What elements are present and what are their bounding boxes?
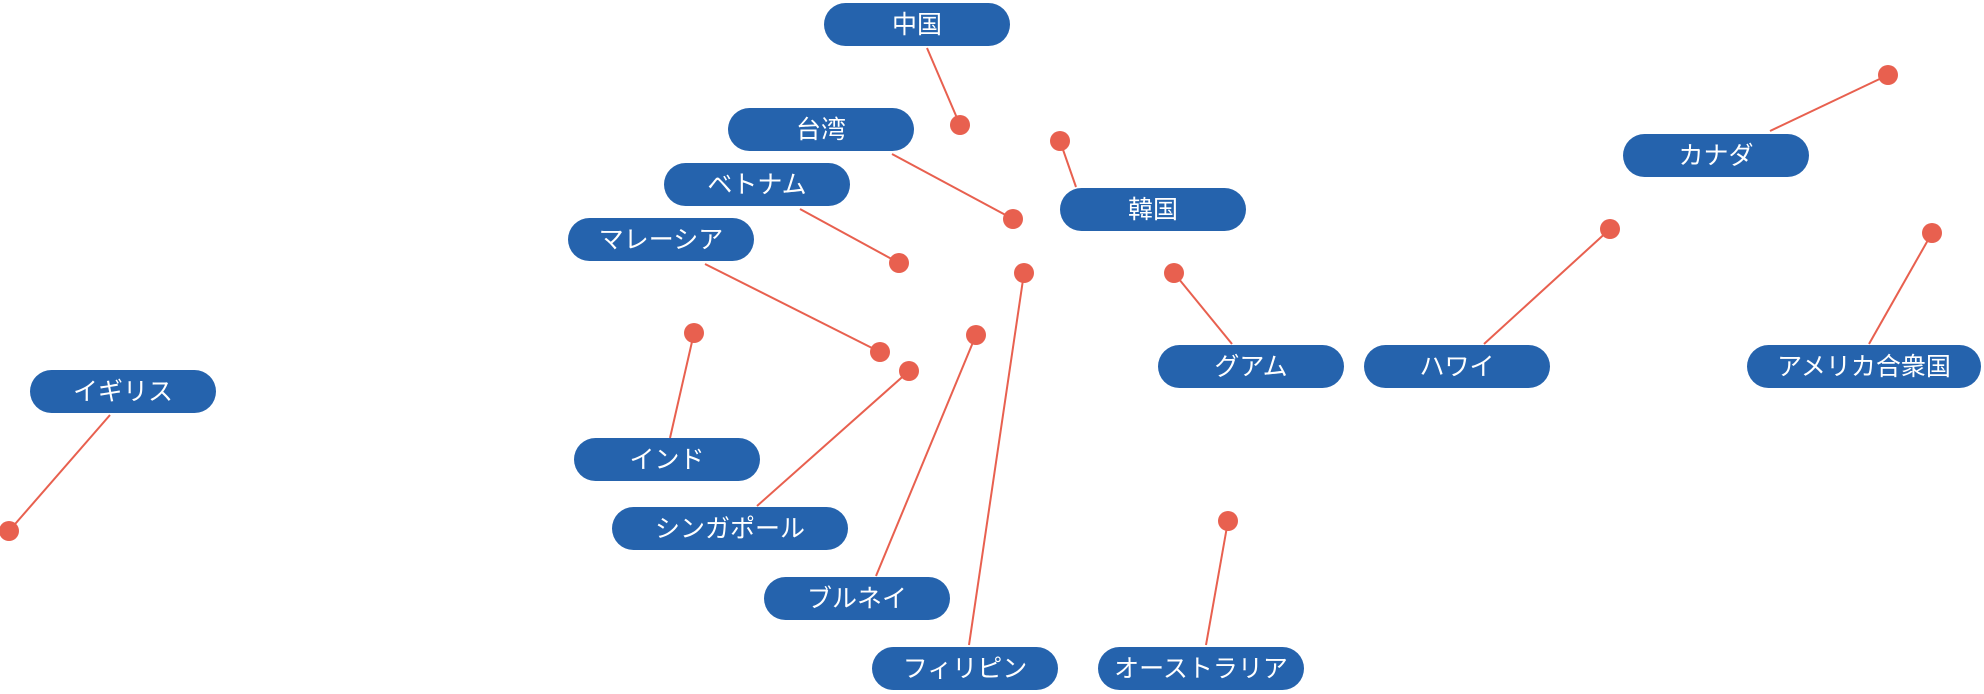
- marker-india: [684, 323, 704, 343]
- label-china[interactable]: 中国: [824, 3, 1010, 46]
- leader-line-taiwan: [891, 153, 1014, 220]
- label-text-hawaii: ハワイ: [1419, 352, 1494, 381]
- label-pill-hawaii: [1364, 345, 1550, 388]
- label-canada[interactable]: カナダ: [1623, 134, 1809, 177]
- label-pill-vietnam: [664, 163, 850, 206]
- label-singapore[interactable]: シンガポール: [612, 507, 848, 550]
- label-pill-korea: [1060, 188, 1246, 231]
- marker-hawaii: [1600, 219, 1620, 239]
- label-text-malaysia: マレーシア: [599, 225, 724, 254]
- label-pill-taiwan: [728, 108, 914, 151]
- marker-china: [950, 115, 970, 135]
- label-text-usa: アメリカ合衆国: [1777, 352, 1951, 381]
- leader-line-malaysia: [704, 263, 881, 353]
- label-guam[interactable]: グアム: [1158, 345, 1344, 388]
- leader-line-philippines: [968, 272, 1025, 646]
- marker-australia: [1218, 511, 1238, 531]
- country-labels: 中国 台湾 ベトナム マレーシア 韓国 カナダ イギリス インド: [30, 3, 1981, 690]
- label-hawaii[interactable]: ハワイ: [1364, 345, 1550, 388]
- leader-line-china: [926, 47, 961, 126]
- label-pill-malaysia: [568, 218, 754, 261]
- marker-taiwan: [1003, 209, 1023, 229]
- marker-canada: [1878, 65, 1898, 85]
- leader-line-canada: [1769, 74, 1889, 132]
- label-text-australia: オーストラリア: [1114, 654, 1288, 683]
- leader-line-usa: [1868, 232, 1933, 345]
- label-pill-china: [824, 3, 1010, 46]
- leader-line-hawaii: [1483, 228, 1611, 345]
- label-text-brunei: ブルネイ: [807, 584, 907, 613]
- label-text-taiwan: 台湾: [796, 115, 846, 144]
- leader-line-brunei: [875, 334, 977, 577]
- label-philippines[interactable]: フィリピン: [872, 647, 1058, 690]
- label-brunei[interactable]: ブルネイ: [764, 577, 950, 620]
- label-korea[interactable]: 韓国: [1060, 188, 1246, 231]
- label-vietnam[interactable]: ベトナム: [664, 163, 850, 206]
- label-pill-guam: [1158, 345, 1344, 388]
- label-text-vietnam: ベトナム: [707, 170, 806, 199]
- label-text-philippines: フィリピン: [903, 654, 1028, 683]
- label-text-canada: カナダ: [1678, 141, 1753, 170]
- leader-line-australia: [1205, 520, 1229, 646]
- marker-philippines: [1014, 263, 1034, 283]
- label-usa[interactable]: アメリカ合衆国: [1747, 345, 1981, 388]
- leader-lines: [8, 47, 1933, 646]
- label-pill-brunei: [764, 577, 950, 620]
- leader-line-singapore: [756, 370, 910, 507]
- label-text-uk: イギリス: [73, 377, 173, 406]
- leader-line-vietnam: [799, 208, 900, 264]
- label-pill-philippines: [872, 647, 1058, 690]
- label-pill-singapore: [612, 507, 848, 550]
- label-pill-uk: [30, 370, 216, 413]
- marker-guam: [1164, 263, 1184, 283]
- marker-brunei: [966, 325, 986, 345]
- label-india[interactable]: インド: [574, 438, 760, 481]
- label-text-singapore: シンガポール: [655, 514, 805, 543]
- label-pill-australia: [1098, 647, 1304, 690]
- leader-line-india: [669, 332, 695, 439]
- marker-korea: [1050, 131, 1070, 151]
- label-uk[interactable]: イギリス: [30, 370, 216, 413]
- label-taiwan[interactable]: 台湾: [728, 108, 914, 151]
- marker-vietnam: [889, 253, 909, 273]
- label-text-korea: 韓国: [1128, 195, 1178, 224]
- label-pill-india: [574, 438, 760, 481]
- label-text-india: インド: [629, 445, 704, 474]
- leader-line-guam: [1173, 272, 1233, 345]
- marker-malaysia: [870, 342, 890, 362]
- marker-singapore: [899, 361, 919, 381]
- marker-uk: [0, 521, 19, 541]
- label-pill-canada: [1623, 134, 1809, 177]
- label-australia[interactable]: オーストラリア: [1098, 647, 1304, 690]
- marker-usa: [1922, 223, 1942, 243]
- label-text-guam: グアム: [1214, 352, 1287, 381]
- location-markers: [0, 65, 1942, 541]
- label-text-china: 中国: [892, 10, 942, 39]
- leader-line-uk: [8, 414, 111, 532]
- label-pill-usa: [1747, 345, 1981, 388]
- label-malaysia[interactable]: マレーシア: [568, 218, 754, 261]
